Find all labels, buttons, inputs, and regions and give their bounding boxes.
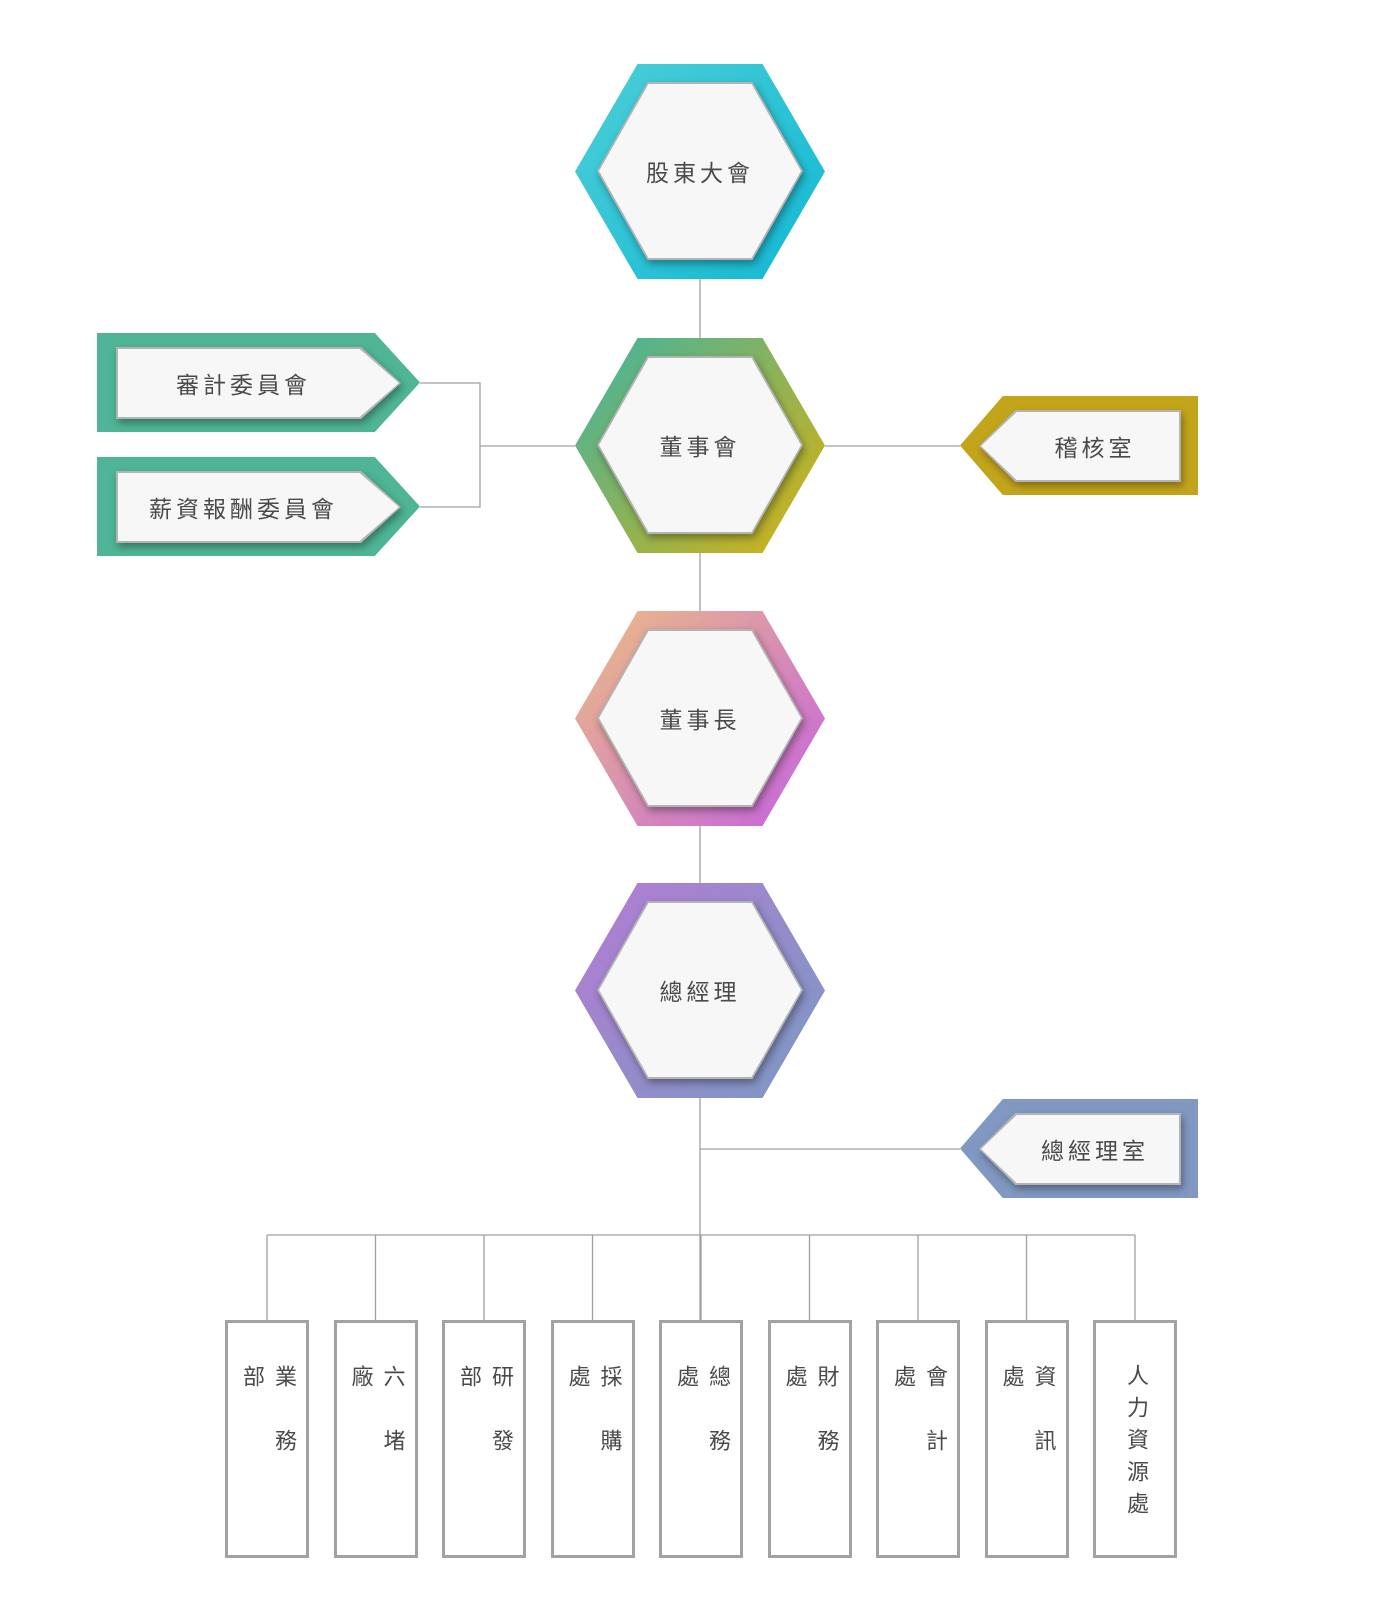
node-remuneration-committee[interactable]: 薪資報酬委員會 — [97, 457, 420, 556]
node-label: 股東大會 — [646, 161, 754, 187]
department-label: 採購處 — [564, 1365, 622, 1493]
node-audit-office[interactable]: 稽核室 — [960, 396, 1198, 495]
department-label: 資訊處 — [998, 1365, 1056, 1493]
node-president-office[interactable]: 總經理室 — [960, 1099, 1198, 1198]
department-label: 總務處 — [673, 1365, 730, 1493]
node-audit-committee[interactable]: 審計委員會 — [97, 333, 420, 432]
department-box[interactable]: 採購處 — [550, 1320, 635, 1558]
line-committee-bracket — [420, 382, 481, 508]
node-label: 總經理 — [659, 980, 741, 1006]
department-box[interactable]: 人力資源處 — [1093, 1320, 1177, 1558]
node-label: 總經理室 — [1041, 1139, 1149, 1165]
department-label: 六堵廠 — [347, 1365, 405, 1493]
department-box[interactable]: 會計處 — [876, 1320, 960, 1558]
node-chairman[interactable]: 董事長 — [575, 611, 825, 826]
department-label: 業務部 — [239, 1365, 296, 1493]
node-shareholders-meeting[interactable]: 股東大會 — [575, 64, 825, 279]
department-label: 研發部 — [456, 1365, 513, 1493]
department-box[interactable]: 業務部 — [225, 1320, 309, 1558]
department-label: 會計處 — [890, 1365, 947, 1493]
department-box[interactable]: 財務處 — [767, 1320, 852, 1558]
department-box[interactable]: 研發部 — [442, 1320, 526, 1558]
department-box[interactable]: 六堵廠 — [333, 1320, 418, 1558]
department-label: 財務處 — [781, 1365, 839, 1493]
node-label: 稽核室 — [1054, 436, 1136, 462]
node-label: 董事長 — [659, 708, 741, 734]
node-label: 董事會 — [659, 435, 741, 461]
node-label: 薪資報酬委員會 — [149, 497, 338, 523]
department-box[interactable]: 資訊處 — [984, 1320, 1069, 1558]
node-president[interactable]: 總經理 — [575, 883, 825, 1098]
node-label: 審計委員會 — [176, 373, 311, 399]
node-board-of-directors[interactable]: 董事會 — [575, 338, 825, 553]
department-label: 人力資源處 — [1123, 1364, 1148, 1524]
department-box[interactable]: 總務處 — [659, 1320, 743, 1558]
